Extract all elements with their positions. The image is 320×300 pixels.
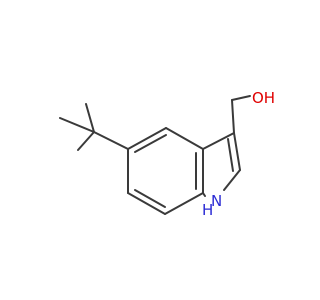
double-bond-c3-c2 [227,138,234,172]
nitrogen-h-label: H [202,201,213,219]
structure-diagram: OH N H [59,89,275,219]
bond-c3a-c3 [202,132,235,150]
nitrogen-label: N [211,192,222,210]
bond-tbu-to-ring [93,131,129,150]
bond-c2-n1 [223,169,241,191]
bond-c7-c6 [127,192,166,215]
bond-c3-c2 [233,132,241,171]
bond-c7a-c7 [164,192,204,215]
bond-tbu-methyl-left [59,117,95,133]
bonds [59,95,251,215]
bond-c3-ch2 [231,99,235,134]
bond-c5-c4 [127,127,167,150]
bond-tbu-methyl-top [85,103,95,133]
oh-label: OH [252,89,275,107]
bond-ch2-oh [231,95,251,101]
double-bond-c7-c6 [134,189,166,208]
atom-labels: OH N H [202,89,275,219]
bond-n1-c7a [202,192,206,197]
bond-tbu-methyl-bottom [77,131,95,151]
double-bond-c5-c4 [134,134,167,153]
bond-c4-c3a [165,127,204,150]
